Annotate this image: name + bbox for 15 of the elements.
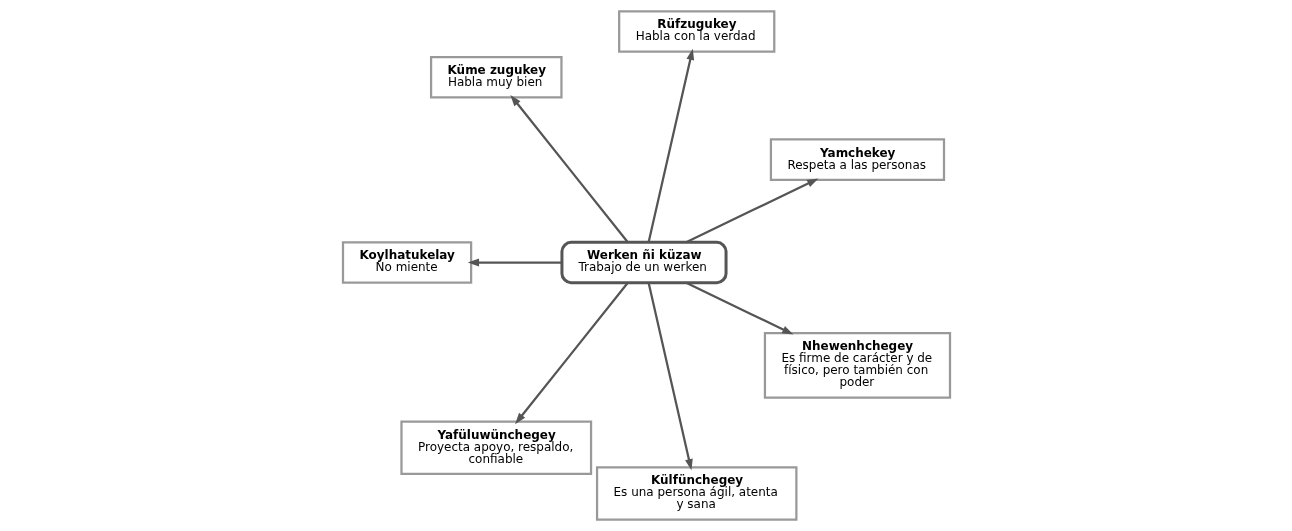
node-box: Külfünchegey Es una persona ágil, atenta y sana: [595, 466, 797, 521]
node-box: Werken ñi küzaw Trabajo de un werken: [559, 240, 728, 285]
node-box: Yamchekey Respeta a las personas: [769, 138, 945, 182]
arrow: [685, 281, 793, 335]
arrow: [647, 282, 693, 471]
arrow: [685, 178, 818, 244]
node-box: Yafüluwünchegey Proyecta apoyo, respaldo, confiable: [399, 420, 592, 476]
node-box: Nhewenhchegey Es firme de carácter y de físico, pero también con poder: [763, 331, 951, 399]
arrow: [509, 94, 628, 243]
node-box: Rüfzugukey Habla con la verdad: [617, 10, 775, 53]
arrow: [467, 258, 562, 267]
node-box: Koylhatukelay No miente: [341, 241, 472, 284]
node-box: Küme zugukey Habla muy bien: [429, 55, 563, 99]
arrow: [514, 282, 628, 425]
arrow: [647, 48, 694, 243]
